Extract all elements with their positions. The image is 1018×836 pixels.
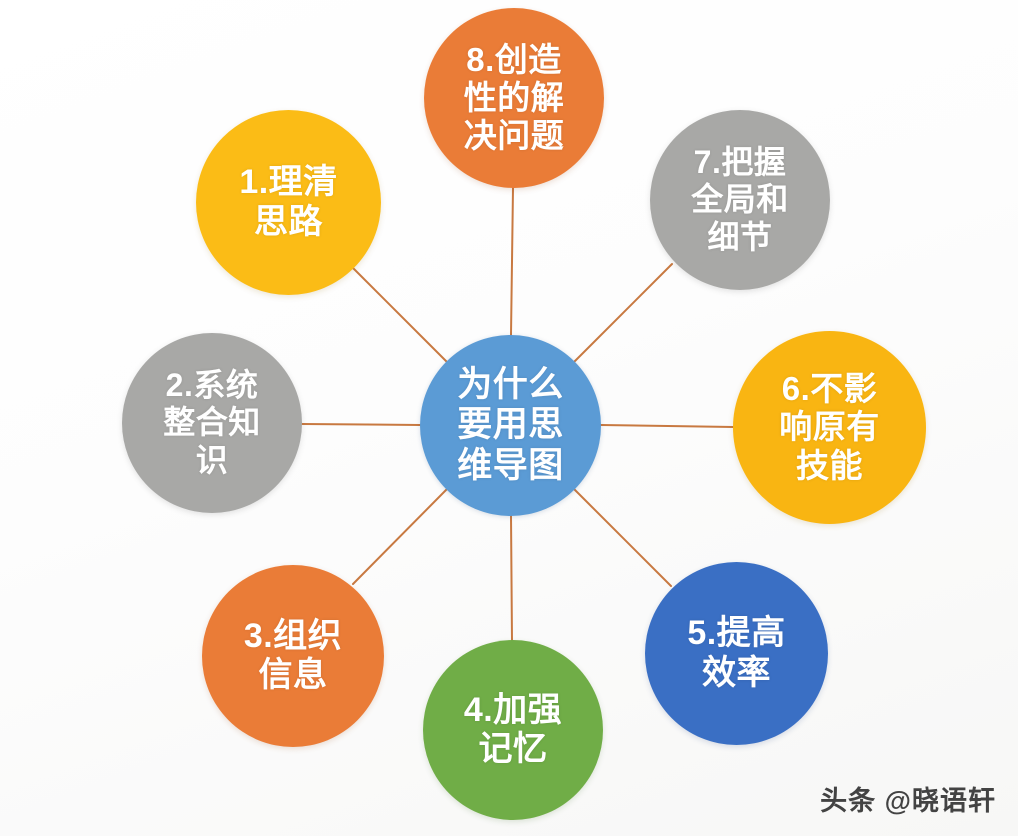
- branch-node-4-label: 4.加强 记忆: [463, 690, 563, 768]
- branch-node-6-label: 6.不影 响原有 技能: [779, 370, 880, 484]
- branch-node-1-label: 1.理清 思路: [239, 163, 338, 241]
- center-node[interactable]: 为什么 要用思 维导图: [420, 335, 601, 516]
- branch-node-6[interactable]: 6.不影 响原有 技能: [733, 331, 926, 524]
- branch-node-4[interactable]: 4.加强 记忆: [423, 640, 603, 820]
- connector-center-to-8: [510, 187, 514, 336]
- connector-center-to-5: [573, 488, 672, 587]
- branch-node-7-label: 7.把握 全局和 细节: [691, 144, 789, 255]
- branch-node-8[interactable]: 8.创造 性的解 决问题: [424, 8, 604, 188]
- branch-node-5[interactable]: 5.提高 效率: [645, 562, 828, 745]
- connector-center-to-2: [301, 423, 421, 426]
- connector-center-to-1: [351, 266, 448, 363]
- branch-node-1[interactable]: 1.理清 思路: [196, 110, 381, 295]
- branch-node-2-label: 2.系统 整合知 识: [163, 367, 261, 478]
- branch-node-5-label: 5.提高 效率: [687, 614, 786, 692]
- connector-center-to-7: [573, 263, 673, 363]
- branch-node-7[interactable]: 7.把握 全局和 细节: [650, 110, 830, 290]
- connector-center-to-6: [600, 424, 734, 428]
- watermark-text: 头条 @晓语轩: [820, 786, 996, 816]
- branch-node-3[interactable]: 3.组织 信息: [202, 565, 384, 747]
- connector-center-to-4: [510, 515, 513, 642]
- connector-center-to-3: [352, 488, 448, 585]
- branch-node-3-label: 3.组织 信息: [243, 616, 343, 694]
- branch-node-2[interactable]: 2.系统 整合知 识: [122, 333, 302, 513]
- center-node-label: 为什么 要用思 维导图: [457, 364, 564, 485]
- branch-node-8-label: 8.创造 性的解 决问题: [463, 40, 565, 155]
